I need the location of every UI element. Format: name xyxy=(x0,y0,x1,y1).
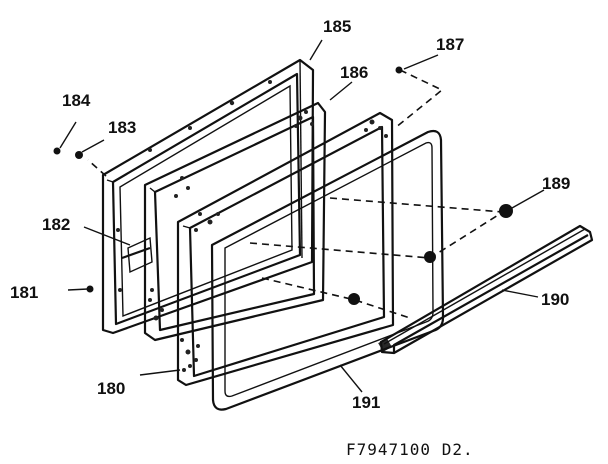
callout-191: 191 xyxy=(352,393,380,412)
callout-187: 187 xyxy=(436,35,464,54)
callout-181: 181 xyxy=(10,283,38,302)
fasteners xyxy=(53,66,513,305)
callout-182: 182 xyxy=(42,215,70,234)
part-190-trim-strip xyxy=(378,224,594,355)
drawing-code: F7947100 D2. xyxy=(346,440,474,459)
fastener-189 xyxy=(499,204,513,218)
screw-183 xyxy=(75,151,83,159)
callout-189: 189 xyxy=(542,174,570,193)
callout-184: 184 xyxy=(62,91,91,110)
callout-180: 180 xyxy=(97,379,125,398)
screw-187 xyxy=(395,66,403,74)
fastener-191-left xyxy=(348,293,360,305)
callout-190: 190 xyxy=(541,290,569,309)
screw-184 xyxy=(53,147,61,155)
callout-186: 186 xyxy=(340,63,368,82)
screw-181 xyxy=(86,285,94,293)
callout-183: 183 xyxy=(108,118,136,137)
callout-185: 185 xyxy=(323,17,351,36)
part-186-gasket-frame xyxy=(121,101,327,342)
callout-labels: 180 181 182 183 184 185 186 187 189 190 … xyxy=(10,17,570,412)
part-180-door-liner xyxy=(176,111,395,387)
leader-lines xyxy=(59,39,545,393)
fastener-191-right xyxy=(424,251,436,263)
part-185-rear-frame xyxy=(101,58,315,335)
